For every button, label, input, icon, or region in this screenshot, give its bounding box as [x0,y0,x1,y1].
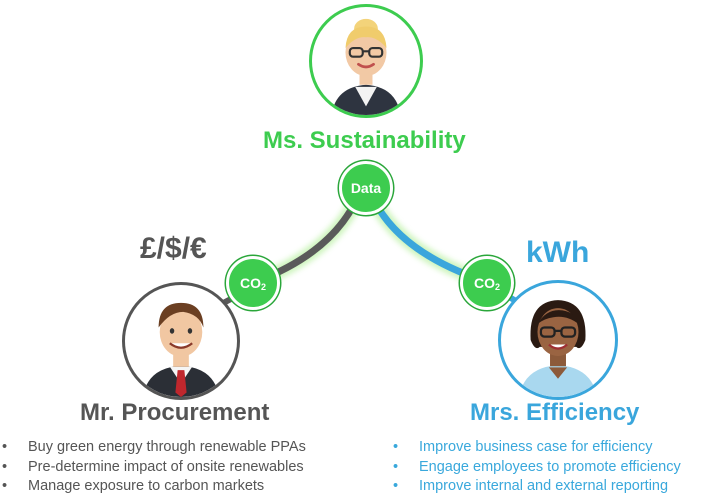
energy-unit: kWh [526,236,590,269]
list-item: •Engage employees to promote efficiency [393,458,681,475]
procurement-bullets: •Buy green energy through renewable PPAs… [0,438,306,497]
co2-left-label: CO2 [239,274,266,292]
businesswoman-glasses-blonde-avatar-icon [331,18,401,115]
list-item: •Buy green energy through renewable PPAs [2,439,306,455]
data-node-label: Data [350,180,382,196]
list-item: •Pre-determine impact of onsite renewabl… [2,458,304,475]
list-item: •Improve internal and external reporting [393,478,669,494]
data-node: Data [339,161,393,215]
sustainability-name: Ms. Sustainability [263,127,466,154]
sustainability-avatar [309,4,423,118]
efficiency-bullets: •Improve business case for efficiency •E… [391,438,681,497]
procurement-avatar [122,282,240,400]
co2-left-node: CO2 [226,256,280,310]
businesswoman-glasses-dark-hair-avatar-icon [519,300,597,397]
procurement-name: Mr. Procurement [80,399,270,426]
efficiency-name: Mrs. Efficiency [470,399,640,426]
businessman-red-tie-avatar-icon [142,302,220,397]
currency-unit: £/$/€ [140,232,207,265]
efficiency-avatar [498,280,618,400]
co2-right-label: CO2 [473,274,500,292]
list-item: •Manage exposure to carbon markets [2,478,265,494]
co2-right-node: CO2 [460,256,514,310]
list-item: •Improve business case for efficiency [393,439,653,455]
